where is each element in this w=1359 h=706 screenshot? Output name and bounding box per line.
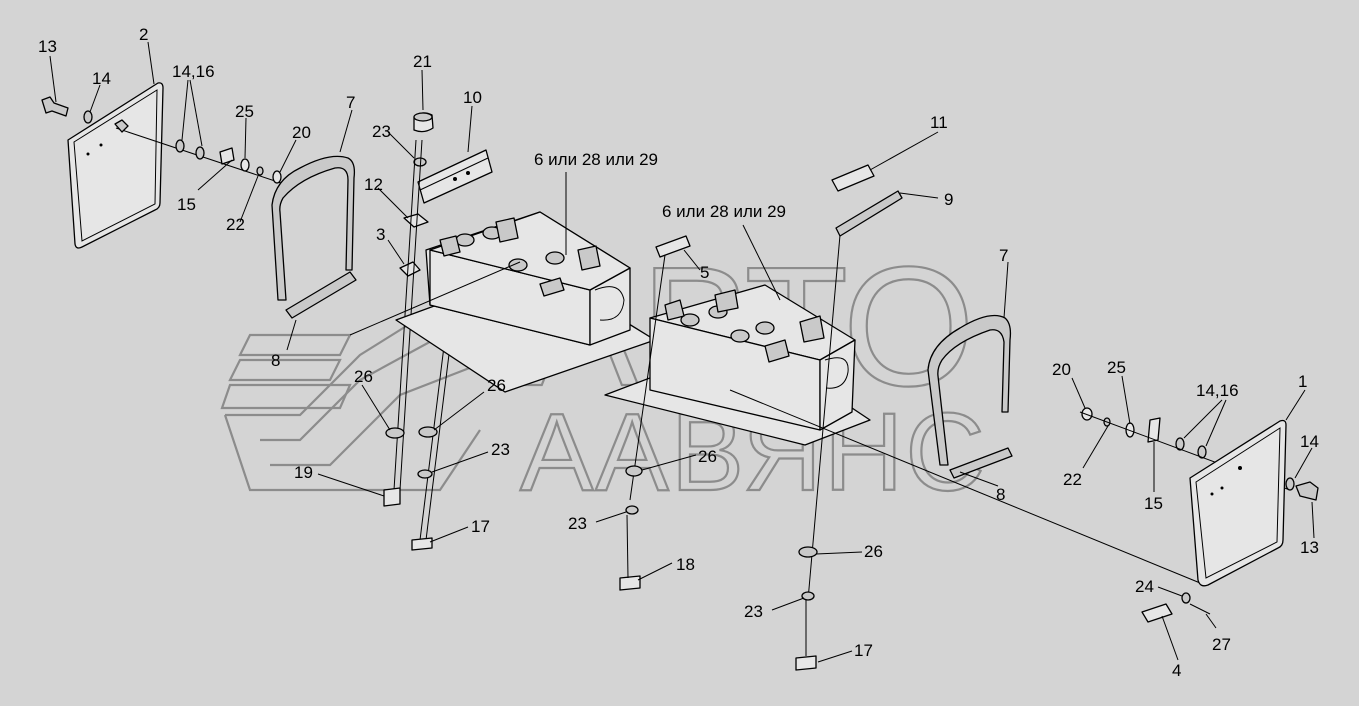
label-7-right: 7 — [999, 246, 1008, 265]
label-8-left: 8 — [271, 351, 280, 370]
cover-plate-right — [1189, 419, 1287, 587]
bracket-4 — [1141, 603, 1173, 623]
label-7-left: 7 — [346, 93, 355, 112]
bolt-13-left — [41, 96, 69, 117]
link-rod — [349, 261, 521, 336]
rod-9 — [807, 234, 841, 601]
leader-lines — [49, 41, 1315, 663]
label-battery-left: 6 или 28 или 29 — [534, 150, 658, 169]
tie-rod-2b — [425, 329, 453, 541]
bracket-5 — [655, 235, 691, 258]
label-17-right: 17 — [854, 641, 873, 660]
label-12: 12 — [364, 175, 383, 194]
label-25-right: 25 — [1107, 358, 1126, 377]
washer-14-left — [83, 110, 93, 124]
long-rod-right — [729, 389, 1206, 586]
label-20-right: 20 — [1052, 360, 1071, 379]
label-15-right: 15 — [1144, 494, 1163, 513]
washer-25-left — [240, 158, 250, 172]
clip-15-left — [219, 147, 235, 165]
label-5: 5 — [700, 263, 709, 282]
label-23-top: 23 — [372, 122, 391, 141]
battery-right — [604, 284, 871, 446]
pin-27 — [1189, 603, 1211, 615]
bracket-10 — [417, 149, 493, 204]
washer-24 — [1181, 592, 1191, 604]
clip-12 — [403, 213, 429, 228]
label-3: 3 — [376, 225, 385, 244]
label-25-left: 25 — [235, 102, 254, 121]
label-4: 4 — [1172, 661, 1181, 680]
washer-14-16-c — [1175, 437, 1185, 451]
label-27: 27 — [1212, 635, 1231, 654]
label-10: 10 — [463, 88, 482, 107]
label-11: 11 — [930, 113, 948, 132]
label-23-mid: 23 — [491, 440, 510, 459]
clip-15-right — [1147, 417, 1161, 443]
label-18: 18 — [676, 555, 695, 574]
washer-14-right — [1285, 477, 1295, 491]
stud-left — [114, 119, 129, 133]
label-20-left: 20 — [292, 123, 311, 142]
nut-20-right — [1081, 407, 1093, 421]
lower-fasteners — [383, 426, 818, 671]
label-19: 19 — [294, 463, 313, 482]
label-23-d: 23 — [744, 602, 763, 621]
label-13-right: 13 — [1300, 538, 1319, 557]
washer-14-16-a — [175, 139, 185, 153]
label-9: 9 — [944, 190, 953, 209]
nut-20-left — [272, 170, 282, 184]
label-8-right: 8 — [996, 485, 1005, 504]
bracket-3 — [399, 261, 421, 277]
strip-9 — [835, 190, 903, 237]
label-2: 2 — [139, 25, 148, 44]
label-14-right: 14 — [1300, 432, 1319, 451]
washer-22-left — [256, 166, 264, 176]
nut-21 — [413, 112, 434, 133]
callout-labels: 13 14 2 14,16 25 7 20 15 22 21 10 23 12 … — [38, 25, 1319, 680]
bolt-13-right — [1295, 481, 1319, 501]
label-14-16-left: 14,16 — [172, 62, 215, 81]
rod-5 — [629, 254, 666, 501]
label-26-b: 26 — [487, 376, 506, 395]
label-battery-right: 6 или 28 или 29 — [662, 202, 786, 221]
cover-plate-left — [67, 82, 164, 249]
battery-left — [395, 211, 656, 393]
label-14-16-right: 14,16 — [1196, 381, 1239, 400]
bracket-11 — [831, 164, 875, 192]
washer-14-16-d — [1197, 445, 1207, 459]
washer-14-16-b — [195, 146, 205, 160]
label-1: 1 — [1298, 372, 1307, 391]
label-23-c: 23 — [568, 514, 587, 533]
label-13-left: 13 — [38, 37, 57, 56]
label-21: 21 — [413, 52, 432, 71]
label-17-left: 17 — [471, 517, 490, 536]
u-bolt-7-left — [271, 155, 357, 319]
label-26-d: 26 — [864, 542, 883, 561]
label-24: 24 — [1135, 577, 1154, 596]
label-15-left: 15 — [177, 195, 196, 214]
label-26-c: 26 — [698, 447, 717, 466]
label-22-left: 22 — [226, 215, 245, 234]
label-14-left: 14 — [92, 69, 111, 88]
label-22-right: 22 — [1063, 470, 1082, 489]
u-bolt-7-right — [927, 314, 1013, 479]
label-26-a: 26 — [354, 367, 373, 386]
